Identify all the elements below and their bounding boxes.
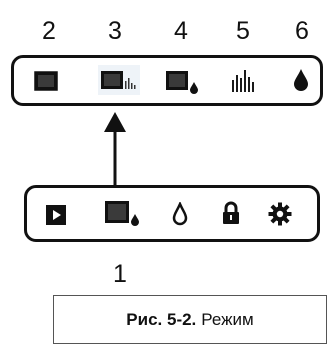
figure-caption: Рис. 5-2. Режим xyxy=(53,295,327,344)
screen-icon xyxy=(34,71,58,91)
number-3: 3 xyxy=(108,17,122,45)
drop-outline-icon xyxy=(172,202,188,226)
histogram-icon xyxy=(232,70,254,92)
number-6: 6 xyxy=(295,17,309,45)
caption-text: Режим xyxy=(201,309,254,329)
screen-histogram-icon xyxy=(98,65,140,95)
number-5: 5 xyxy=(236,17,250,45)
caption-label: Рис. 5-2. xyxy=(126,309,197,329)
top-panel xyxy=(11,55,323,106)
gear-icon xyxy=(268,202,292,226)
screen-drop-icon xyxy=(166,71,198,94)
screen-drop-icon xyxy=(105,201,139,226)
number-2: 2 xyxy=(42,17,56,45)
drop-filled-icon xyxy=(294,69,308,91)
number-1: 1 xyxy=(113,260,127,288)
lock-icon xyxy=(223,201,239,224)
play-icon xyxy=(46,205,66,225)
number-4: 4 xyxy=(174,17,188,45)
